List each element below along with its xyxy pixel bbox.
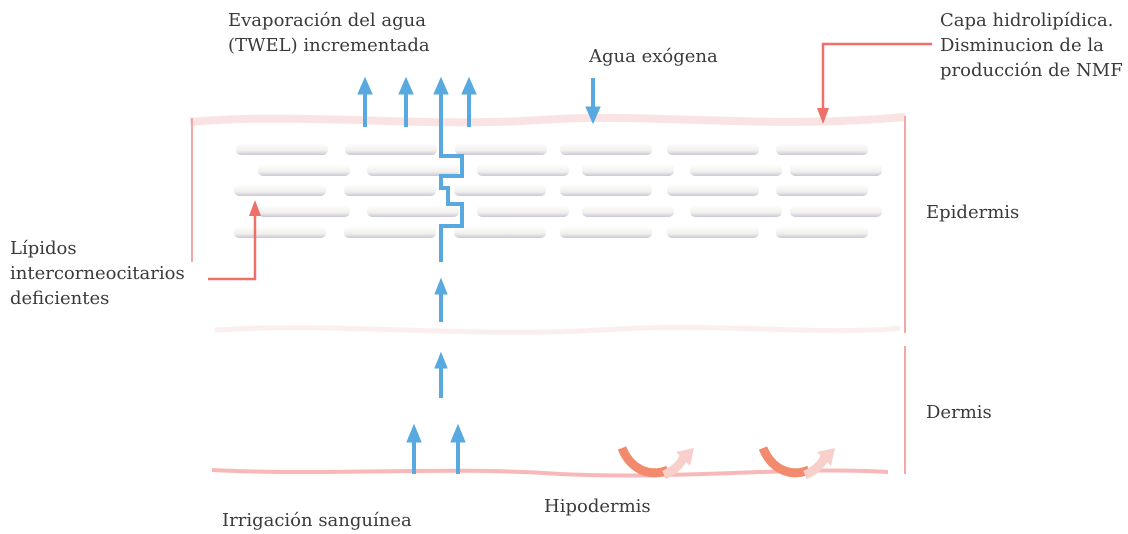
exogenous-water-label: Agua exógena	[589, 44, 718, 69]
lipids-label-line: Lípidos	[10, 236, 185, 261]
corneocyte-cell	[258, 164, 350, 176]
corneocyte-cell	[690, 164, 782, 176]
water-up-arrow	[407, 425, 421, 474]
annotation-arrow-group	[208, 44, 932, 279]
corneocyte-layer	[234, 143, 882, 238]
lipids-label-line: intercorneocitarios	[10, 261, 185, 286]
corneocyte-cell	[690, 205, 782, 217]
corneocyte-cell	[776, 143, 868, 155]
corneocyte-cell	[477, 164, 569, 176]
circulation-arrow	[622, 448, 694, 475]
hydrolipidic-surface	[190, 117, 905, 122]
water-arrow-group	[358, 78, 600, 474]
twel-label-line: (TWEL) incrementada	[228, 33, 430, 58]
water-up-arrow	[434, 78, 448, 94]
lipid-layer-label: Capa hidrolipídica. Disminucion de la pr…	[940, 8, 1123, 83]
lipid-layer-label-line: Capa hidrolipídica.	[940, 8, 1123, 33]
blood-supply-label: Irrigación sanguínea	[222, 508, 412, 533]
corneocyte-cell	[234, 226, 326, 238]
corneocyte-cell	[776, 226, 868, 238]
corneocyte-cell	[560, 184, 652, 196]
epidermis-lower-boundary	[215, 327, 900, 332]
corneocyte-cell	[477, 205, 569, 217]
corneocyte-cell	[582, 205, 674, 217]
corneocyte-cell	[790, 164, 882, 176]
corneocyte-cell	[345, 143, 437, 155]
twel-label-line: Evaporación del agua	[228, 8, 430, 33]
corneocyte-cell	[454, 184, 546, 196]
water-up-arrow	[451, 425, 465, 474]
corneocyte-cell	[560, 143, 652, 155]
corneocyte-cell	[236, 143, 328, 155]
corneocyte-cell	[454, 226, 546, 238]
corneocyte-cell	[455, 143, 547, 155]
epidermis-label: Epidermis	[926, 200, 1019, 225]
lipids-label: Lípidos intercorneocitarios deficientes	[10, 236, 185, 311]
lipid-layer-label-line: Disminucion de la	[940, 33, 1123, 58]
corneocyte-cell	[790, 205, 882, 217]
corneocyte-cell	[344, 226, 436, 238]
corneocyte-cell	[776, 184, 868, 196]
lipids-pointer-arrow	[208, 200, 261, 279]
dermis-label: Dermis	[926, 400, 992, 425]
lipid-layer-pointer-arrow	[817, 44, 932, 124]
hypodermis-label: Hipodermis	[544, 494, 651, 519]
lipid-layer-label-line: producción de NMF	[940, 58, 1123, 83]
water-up-arrow	[435, 353, 447, 398]
corneocyte-cell	[234, 184, 326, 196]
twel-label: Evaporación del agua (TWEL) incrementada	[228, 8, 430, 58]
corneocyte-cell	[258, 205, 350, 217]
lipids-label-line: deficientes	[10, 286, 185, 311]
corneocyte-cell	[367, 205, 459, 217]
corneocyte-cell	[560, 226, 652, 238]
water-up-arrow	[435, 279, 447, 322]
corneocyte-cell	[667, 143, 759, 155]
corneocyte-cell	[667, 226, 759, 238]
corneocyte-cell	[344, 184, 436, 196]
corneocyte-cell	[582, 164, 674, 176]
corneocyte-cell	[667, 184, 759, 196]
